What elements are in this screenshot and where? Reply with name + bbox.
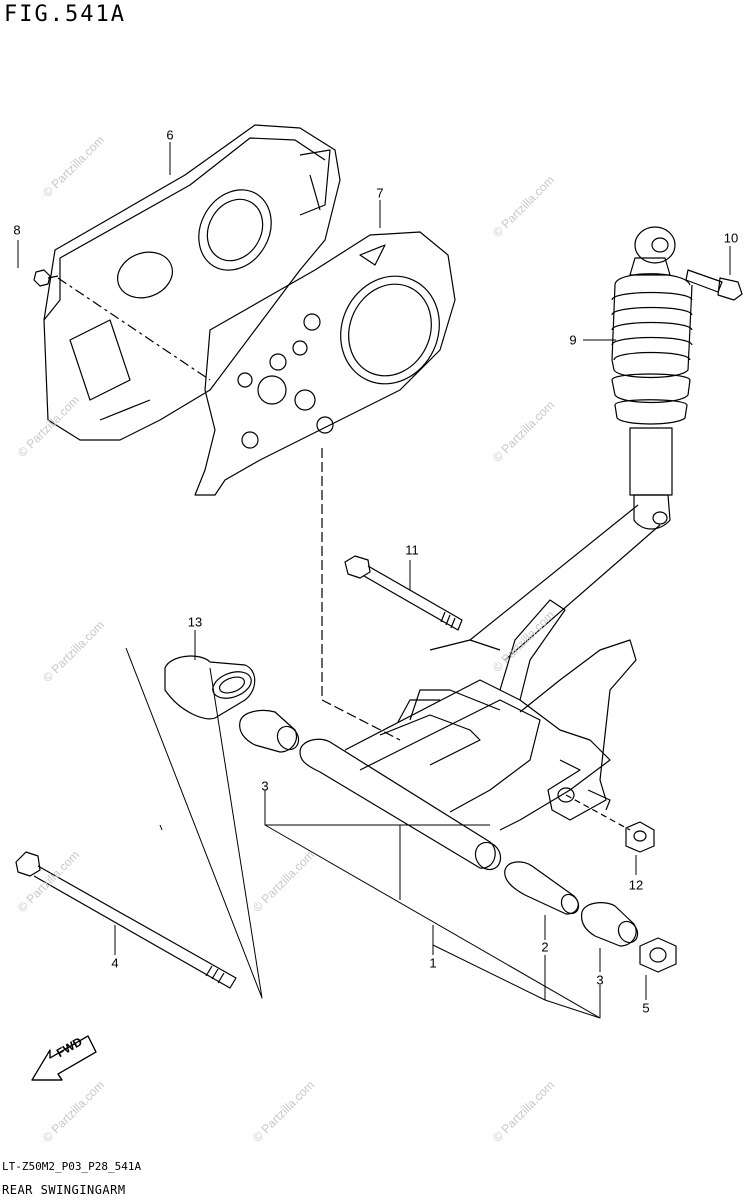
bolt-part-10[interactable] <box>685 269 743 301</box>
callout-13: 13 <box>187 614 203 630</box>
shock-absorber-part-9[interactable] <box>611 226 693 530</box>
callout-6: 6 <box>166 127 174 143</box>
nut-part-12[interactable] <box>557 787 655 853</box>
inner-case-cover-part-7[interactable] <box>194 231 457 496</box>
chain-case-cover-part-6[interactable] <box>43 124 341 441</box>
callout-11: 11 <box>405 542 419 558</box>
bushing-part-3-right[interactable] <box>580 902 642 947</box>
drawing-caption: REAR SWINGINGARM <box>2 1183 126 1197</box>
bushing-part-3-left[interactable] <box>239 709 303 753</box>
callout-10: 10 <box>723 230 739 246</box>
pivot-bolt-part-4[interactable] <box>15 851 237 989</box>
callout-2: 2 <box>541 939 549 955</box>
figure-title: FIG.541A <box>4 2 126 27</box>
drawing-code: LT-Z50M2_P03_P28_541A <box>2 1160 142 1173</box>
callout-7: 7 <box>376 185 384 201</box>
fwd-arrow <box>31 1035 97 1081</box>
callout-3-left: 3 <box>261 778 269 794</box>
callout-3-right: 3 <box>596 972 604 988</box>
callout-9: 9 <box>569 332 577 348</box>
bolt-part-11[interactable] <box>344 555 463 631</box>
nut-part-5[interactable] <box>639 937 677 973</box>
callout-12: 12 <box>628 877 644 893</box>
callout-1: 1 <box>429 955 437 971</box>
swingarm-part-1[interactable] <box>299 504 661 874</box>
bolt-part-8[interactable] <box>33 269 59 287</box>
bracket-part-13[interactable] <box>164 655 256 720</box>
callout-leaders <box>17 142 731 1019</box>
callout-8: 8 <box>13 222 21 238</box>
collar-part-2[interactable] <box>504 861 582 917</box>
callout-5: 5 <box>642 1000 650 1016</box>
callout-4: 4 <box>111 955 119 971</box>
